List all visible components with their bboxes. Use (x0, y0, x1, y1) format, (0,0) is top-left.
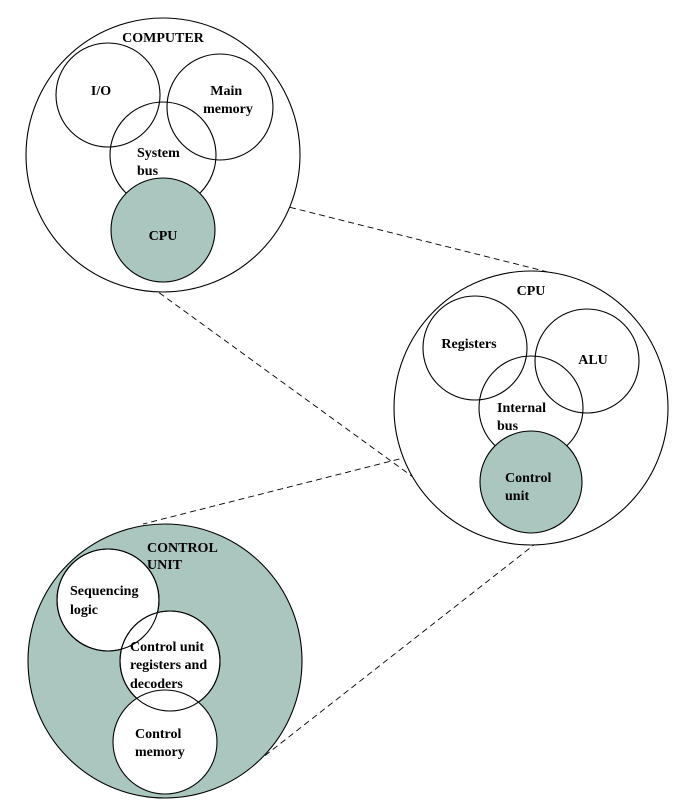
control-unit-line-1: Control (505, 471, 552, 486)
cpu-detail-group: CPU Registers ALU Internal bus Control u… (393, 270, 669, 546)
main-memory-line-1: Main (210, 84, 242, 99)
io-label: I/O (91, 84, 111, 99)
registers-circle (422, 295, 528, 401)
control-memory-circle (112, 689, 218, 795)
internal-bus-label: Internal bus (497, 401, 550, 434)
cu-registers-line-1: Control unit (130, 640, 204, 655)
computer-title: COMPUTER (122, 31, 205, 46)
cpu-circle (110, 177, 216, 283)
alu-circle (534, 308, 640, 414)
main-memory-label: Main memory (203, 84, 253, 117)
cpu-label: CPU (149, 229, 178, 244)
main-memory-circle (166, 53, 274, 161)
cu-registers-line-2: registers and (130, 658, 207, 673)
control-unit-detail-title: CONTROL UNIT (147, 541, 221, 573)
computer-group: COMPUTER I/O Main memory System bus CPU (25, 17, 301, 293)
registers-label: Registers (441, 337, 497, 352)
cpu-detail-circle (393, 270, 669, 546)
sequencing-logic-label: Sequencing logic (70, 584, 142, 618)
control-memory-line-1: Control (135, 727, 182, 742)
zoom-line-cu-bottom (252, 529, 554, 766)
cu-registers-label: Control unit registers and decoders (130, 640, 211, 692)
control-unit-title-line-2: UNIT (147, 558, 183, 573)
control-memory-label: Control memory (135, 727, 185, 760)
main-memory-line-2: memory (203, 102, 253, 117)
sequencing-logic-outline (56, 548, 160, 652)
cu-registers-outline (119, 610, 221, 712)
control-unit-circle (479, 430, 583, 534)
control-unit-detail-group: CONTROL UNIT Sequencing logic Control un… (27, 523, 303, 799)
cpu-detail-title: CPU (517, 284, 546, 299)
alu-label: ALU (578, 353, 608, 368)
control-unit-title-line-1: CONTROL (147, 541, 217, 556)
internal-bus-line-2: bus (497, 419, 519, 434)
system-bus-line-1: System (137, 146, 180, 161)
internal-bus-line-1: Internal (497, 401, 546, 416)
control-unit-label: Control unit (505, 471, 555, 504)
io-circle (55, 42, 161, 148)
control-memory-line-2: memory (135, 745, 185, 760)
system-bus-line-2: bus (137, 164, 159, 179)
control-unit-line-2: unit (505, 489, 529, 504)
sequencing-logic-line-1: Sequencing (70, 584, 138, 599)
system-bus-label: System bus (137, 146, 183, 179)
cu-registers-line-3: decoders (130, 677, 183, 692)
computer-circle (25, 17, 301, 293)
sequencing-logic-line-2: logic (70, 603, 98, 618)
